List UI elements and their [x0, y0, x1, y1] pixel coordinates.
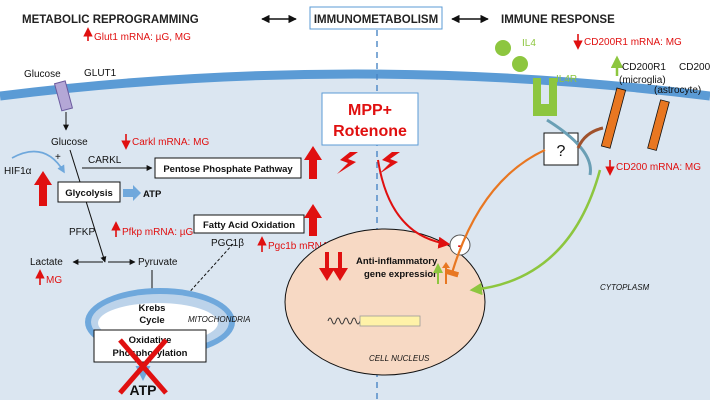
hif1a-activation-arrow [11, 150, 65, 174]
cd200r1-label: CD200R1 [622, 62, 666, 73]
pfkp-mrna-label: Pfkp mRNA: µG [122, 227, 194, 238]
cd200-ligand [647, 99, 670, 151]
lactate-mg-label: MG [46, 275, 62, 286]
fao-to-krebs-dashed-arrow [165, 243, 234, 319]
mitochondria-label: MITOCHONDRIA [188, 315, 251, 324]
inhibition-minus: - [458, 237, 463, 253]
header-center-box [309, 6, 443, 30]
hif1a-plus: + [55, 152, 61, 163]
astrocyte-label: (astrocyte) [654, 85, 701, 96]
gene-expression-label-1: Anti-inflammatory [356, 256, 438, 267]
toxin-mpp: MPP+ [348, 102, 392, 119]
ppp-box [154, 157, 302, 179]
pgc1b-label: PGC1β [211, 238, 244, 249]
gene-down-arrow-1 [319, 252, 335, 281]
header-center: IMMUNOMETABOLISM [314, 14, 438, 26]
glycolysis-up-arrow [34, 171, 52, 206]
glycolysis-atp-arrow [123, 185, 141, 201]
glycolysis-label: Glycolysis [65, 188, 113, 199]
cd200-mrna-label: CD200 mRNA: MG [616, 162, 701, 173]
il4-molecule-2 [512, 56, 528, 72]
atp-big-label: ATP [130, 382, 157, 398]
oxphos-block-cross [118, 338, 168, 395]
oxphos-label-2: Phosphorylation [113, 348, 188, 359]
toxin-box [321, 92, 419, 146]
carkl-label: CARKL [88, 155, 122, 166]
gene-segment [359, 315, 421, 327]
toxin-rotenone: Rotenone [333, 123, 407, 140]
ppp-label: Pentose Phosphate Pathway [163, 164, 293, 175]
header-left: METABOLIC REPROGRAMMING [22, 14, 199, 26]
glycolysis-atp-label: ATP [143, 189, 162, 200]
glucose-outside-label: Glucose [24, 69, 61, 80]
fao-box [193, 214, 305, 234]
fao-label: Fatty Acid Oxidation [203, 220, 295, 231]
pgc1b-mrna-label: Pgc1b mRNA: µG [268, 241, 348, 252]
cd200r1-signal-arrow [576, 126, 604, 149]
orange-inhibition-line [444, 149, 546, 278]
oxphos-label-1: Oxidative [129, 335, 172, 346]
glut1-mrna-label: Glut1 mRNA: µG, MG [94, 32, 191, 43]
microglia-label: (microglia) [619, 75, 666, 86]
green-activation-arrow [469, 169, 602, 296]
glucose-inside-label: Glucose [51, 137, 88, 148]
glycolysis-box [57, 181, 121, 203]
carkl-mrna-label: Carkl mRNA: MG [132, 137, 209, 148]
gene-down-arrow-2 [332, 252, 348, 281]
fao-up-arrow [304, 204, 322, 236]
nucleus-label: CELL NUCLEUS [369, 354, 430, 363]
header-right: IMMUNE RESPONSE [501, 14, 615, 26]
cd200r1-receptor [600, 87, 627, 149]
dna-strand [327, 317, 361, 325]
il4r-signal-arrow [546, 118, 592, 176]
ppp-up-arrow [304, 146, 322, 179]
toxin-lightning-right [379, 152, 400, 174]
cd200r1-mrna-label: CD200R1 mRNA: MG [584, 37, 682, 48]
cytoplasm-label: CYTOPLASM [600, 283, 650, 292]
unknown-pathway-label: ? [557, 143, 566, 160]
glucose-to-glycolysis-line [69, 149, 107, 263]
il4r-receptor [533, 78, 557, 116]
pyruvate-label: Pyruvate [138, 257, 178, 268]
il4r-label: IL4R [556, 74, 577, 85]
glut1-transporter [53, 80, 74, 112]
il4-molecule-1 [495, 40, 511, 56]
lactate-label: Lactate [30, 257, 63, 268]
krebs-label-2: Cycle [139, 315, 164, 326]
cd200-label: CD200 [679, 62, 710, 73]
cell-membrane [0, 69, 710, 101]
toxin-to-minus-arrow [377, 159, 451, 249]
gene-expression-label-2: gene expression [364, 269, 439, 280]
hif1a-label: HIF1α [4, 166, 32, 177]
krebs-label-1: Krebs [139, 303, 166, 314]
glut1-label: GLUT1 [84, 68, 117, 79]
toxin-lightning-left [337, 152, 358, 174]
il4-label: IL4 [522, 38, 536, 49]
pfkp-label: PFKP [69, 227, 95, 238]
